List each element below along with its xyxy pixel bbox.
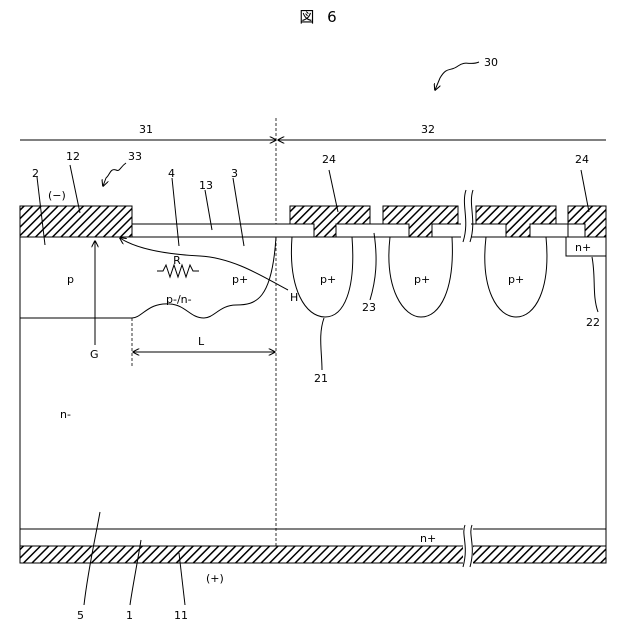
label-p-minus-n-minus: p-/n- xyxy=(166,293,192,306)
top-electrode-12 xyxy=(20,206,132,237)
oxide-23-1 xyxy=(336,224,409,237)
label-31: 31 xyxy=(139,123,153,136)
label-21: 21 xyxy=(314,372,328,385)
label-1: 1 xyxy=(126,609,133,622)
label-11: 11 xyxy=(174,609,188,622)
label-3: 3 xyxy=(231,167,238,180)
label-22: 22 xyxy=(586,316,600,329)
label-L: L xyxy=(198,335,205,348)
p-minus-n-minus-region xyxy=(132,237,276,318)
label-p-plus-1: p+ xyxy=(320,273,336,286)
label-R: R xyxy=(173,254,181,267)
squiggle-arrow-30 xyxy=(435,62,479,90)
bottom-electrode xyxy=(20,546,606,563)
label-2: 2 xyxy=(32,167,39,180)
figure-title: 図 6 xyxy=(299,8,340,26)
label-H: H xyxy=(290,291,298,304)
label-4: 4 xyxy=(168,167,175,180)
label-plus: (+) xyxy=(206,572,224,585)
label-n-plus-top: n+ xyxy=(575,241,591,254)
oxide-23-3 xyxy=(530,224,568,237)
label-24-left: 24 xyxy=(322,153,336,166)
label-30: 30 xyxy=(484,56,498,69)
squiggle-arrow-33 xyxy=(103,163,126,186)
label-p-plus-left: p+ xyxy=(232,273,248,286)
label-minus: (−) xyxy=(48,189,66,202)
label-33: 33 xyxy=(128,150,142,163)
label-G: G xyxy=(90,348,99,361)
label-p: p xyxy=(67,273,74,286)
label-p-plus-3: p+ xyxy=(508,273,524,286)
label-23: 23 xyxy=(362,301,376,314)
label-13: 13 xyxy=(199,179,213,192)
label-5: 5 xyxy=(77,609,84,622)
label-n-minus: n- xyxy=(60,408,71,421)
H-arrow-path xyxy=(120,238,288,290)
label-24-right: 24 xyxy=(575,153,589,166)
label-p-plus-2: p+ xyxy=(414,273,430,286)
label-32: 32 xyxy=(421,123,435,136)
top-break-gap xyxy=(461,190,471,242)
label-12: 12 xyxy=(66,150,80,163)
label-n-plus-bottom: n+ xyxy=(420,532,436,545)
